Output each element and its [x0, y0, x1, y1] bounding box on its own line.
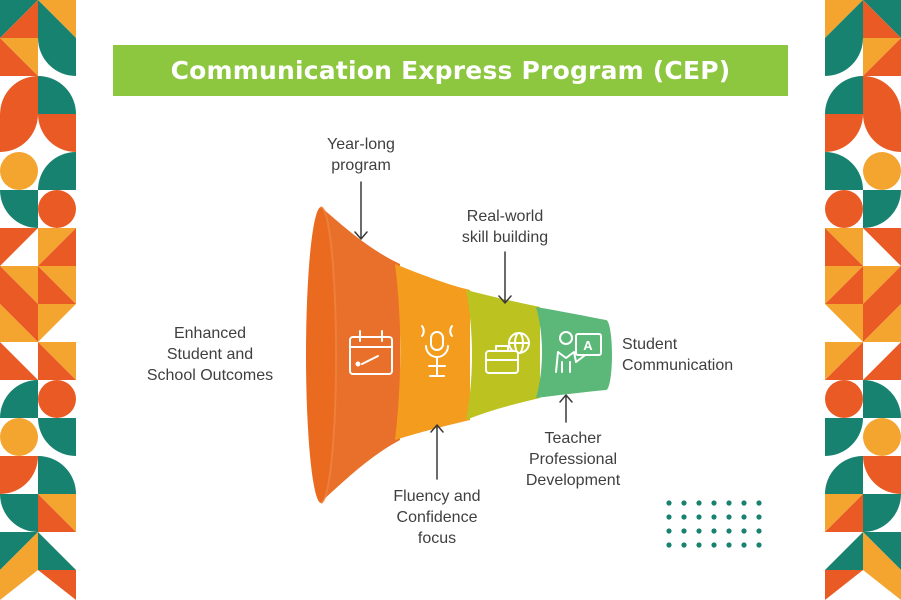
funnel-segment-fluency: [395, 264, 470, 440]
funnel-mouth: [306, 207, 336, 503]
decor-dot: [756, 528, 762, 534]
dot-grid-decoration: [666, 500, 762, 548]
decor-dot: [711, 514, 717, 520]
arrow-teacher: [559, 394, 573, 423]
decor-dot: [741, 500, 747, 506]
decor-dot: [756, 542, 762, 548]
decor-dot: [696, 542, 702, 548]
title-bar: Communication Express Program (CEP): [113, 45, 788, 96]
decor-dot: [741, 514, 747, 520]
decor-dot: [681, 514, 687, 520]
label-outcomes: Enhanced Student and School Outcomes: [146, 325, 274, 384]
funnel-segment-teacher: [536, 307, 606, 398]
calendar-icon: [349, 330, 393, 375]
board-letter: A: [583, 338, 593, 353]
decor-dot: [696, 528, 702, 534]
arrow-year-long: [354, 181, 368, 240]
decor-dot: [726, 500, 732, 506]
right-decorative-border: [825, 0, 901, 600]
speaker-icon: [421, 325, 453, 377]
briefcase-globe-icon: [485, 332, 530, 374]
decor-dot: [741, 542, 747, 548]
decor-dot: [726, 514, 732, 520]
decor-dot: [696, 500, 702, 506]
label-fluency: Fluency and Confidence focus: [393, 488, 481, 547]
left-decorative-border: [0, 0, 76, 600]
decor-dot: [711, 500, 717, 506]
decor-dot: [711, 542, 717, 548]
decor-dot: [756, 500, 762, 506]
decor-dot: [726, 542, 732, 548]
decor-dot: [681, 500, 687, 506]
page-title: Communication Express Program (CEP): [170, 56, 731, 85]
decor-dot: [681, 542, 687, 548]
arrow-fluency: [430, 424, 444, 480]
label-teacher: Teacher Professional Development: [525, 430, 621, 489]
decor-dot: [681, 528, 687, 534]
label-student: Student Communication: [622, 336, 734, 374]
decor-dot: [726, 528, 732, 534]
label-year-long: Year-long program: [327, 136, 395, 174]
decor-dot: [696, 514, 702, 520]
label-real-world: Real-world skill building: [461, 208, 549, 246]
decor-dot: [666, 528, 672, 534]
decor-dot: [666, 514, 672, 520]
decor-dot: [666, 500, 672, 506]
arrow-real-world: [498, 251, 512, 304]
decor-dot: [756, 514, 762, 520]
decor-dot: [741, 528, 747, 534]
teacher-board-icon: [555, 331, 602, 373]
funnel-segment-outcomes: [321, 207, 400, 502]
decor-dot: [666, 542, 672, 548]
decor-dot: [711, 528, 717, 534]
